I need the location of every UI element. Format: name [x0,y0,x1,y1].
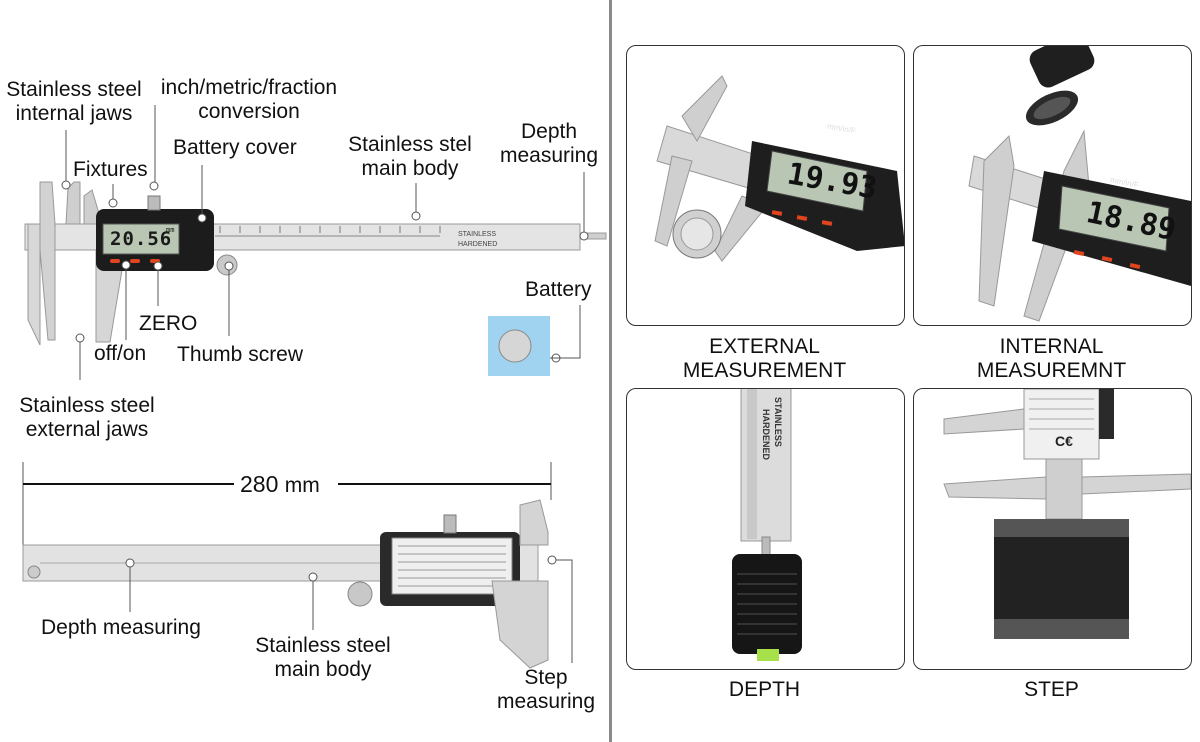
svg-text:HARDENED: HARDENED [458,241,497,248]
caption-depth: DEPTH [728,678,801,701]
panel-depth: STAINLESS HARDENED [626,388,905,670]
label-battery: Battery [525,278,592,301]
internal-jaw-fixed [65,181,81,225]
ce-mark: C€ [1055,433,1073,449]
depth-illustration [732,389,802,661]
lcd-screen [766,150,868,212]
panel-external-measurement: 19.93 mm/in/F [626,45,905,326]
external-measurement-illustration [654,75,904,262]
label-fixtures: Fixtures [73,158,148,181]
panel-step: C€ [913,388,1192,670]
lcd-screen [1058,185,1170,252]
pipe-fitting [1029,46,1095,88]
fixed-external-jaw [39,181,56,341]
internal-jaw-sliding [83,189,99,225]
panel-internal-measurement: 18.89 mm/in/F [913,45,1192,326]
internal-measurement-illustration [968,46,1191,322]
depth-engraving-2: HARDENED [761,409,771,461]
stepper-motor [994,519,1129,639]
step-jaw-upper [519,499,549,546]
caliper-top-illustration: STAINLESS HARDENED [22,105,607,669]
step-rod [1045,458,1083,520]
side-thumb-screw [347,581,373,607]
center-divider [609,0,612,742]
label-zero: ZERO [139,312,198,335]
caption-step: STEP [1024,678,1079,701]
lcd-reading: 20.56 [110,228,173,250]
lcd-unit: mm [166,226,175,234]
battery-coin [498,329,532,363]
depth-engraving-1: STAINLESS [773,397,783,447]
display-back-label [1023,389,1100,460]
label-thumb-screw: Thumb screw [177,343,304,366]
label-length: 280 mm [240,471,320,497]
step-illustration [943,389,1191,639]
fixture-screw [147,195,161,211]
label-off-on: off/on [94,342,147,365]
lcd-screen [102,223,180,255]
off-button [110,259,120,263]
beam-engraving: STAINLESS [458,231,496,238]
step-jaw-lower [491,580,549,669]
on-button [130,259,140,263]
label-depth-bottom: Depth measuring [41,616,201,639]
label-battery-cover: Battery cover [173,136,297,159]
